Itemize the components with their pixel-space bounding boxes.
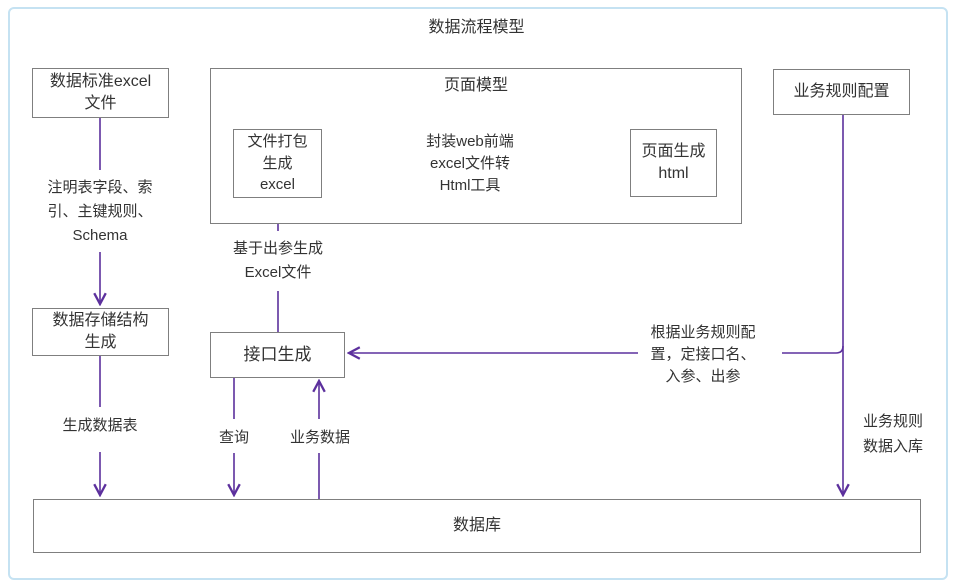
edge-label-gen-excel-from-output: 基于出参生成 Excel文件 <box>232 240 323 281</box>
node-page-gen-html: 页面生成 html <box>630 129 717 197</box>
node-file-package-gen-excel: 文件打包 生成 excel <box>233 129 322 198</box>
node-business-rule-config: 业务规则配置 <box>773 69 910 115</box>
node-database: 数据库 <box>33 499 921 553</box>
edge-label-annotate-fields: 注明表字段、索 引、主键规则、 Schema <box>47 179 153 244</box>
edge-label-rule-into-db: 业务规则 数据入库 <box>862 413 923 455</box>
diagram-title: 数据流程模型 <box>428 19 525 36</box>
node-page-model-label: 页面模型 <box>443 77 508 94</box>
edge-label-business-data: 业务数据 <box>289 429 350 446</box>
node-api-gen: 接口生成 <box>210 332 345 378</box>
edge-label-query: 查询 <box>218 429 249 446</box>
node-data-standard-excel-file: 数据标准excel 文件 <box>32 68 169 118</box>
edge-label-wrap-web-tool: 封装web前端 excel文件转 Html工具 <box>426 133 514 194</box>
node-data-storage-structure-gen: 数据存储结构 生成 <box>32 308 169 356</box>
diagram-outer-frame <box>8 7 948 580</box>
edge-label-rule-config-params: 根据业务规则配 置，定接口名、 入参、出参 <box>650 324 756 385</box>
edge-label-gen-data-table: 生成数据表 <box>62 417 138 434</box>
